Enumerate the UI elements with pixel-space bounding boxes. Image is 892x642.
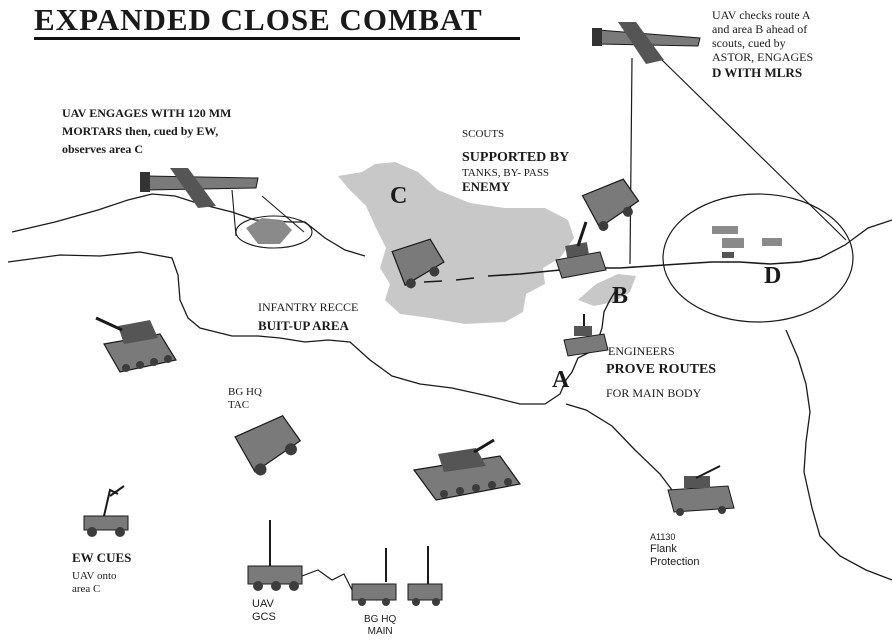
area-b-shading xyxy=(578,274,636,306)
area-d-ellipse xyxy=(662,193,854,323)
bghq-main-vehicle-icon xyxy=(351,546,443,606)
engineers-tail: FOR MAIN BODY xyxy=(606,386,702,400)
mortar-target-blob xyxy=(246,218,292,244)
engineers-label: PROVE ROUTES xyxy=(606,362,717,377)
title-underline xyxy=(34,37,520,40)
ew-cues-heading: EW CUES xyxy=(72,550,132,565)
scouts-heading: SCOUTS xyxy=(462,128,505,140)
road-to-flank xyxy=(565,403,673,491)
page-title: EXPANDED CLOSE COMBAT xyxy=(34,2,483,37)
bghq-tac-vehicle-icon xyxy=(234,415,302,476)
ew-cues-label: UAV onto area C xyxy=(72,570,117,595)
tank-scout-support-icon xyxy=(555,221,607,279)
route-dash-2 xyxy=(423,280,443,283)
route-dash-1 xyxy=(455,277,475,281)
uav-gcs-vehicle-icon xyxy=(247,520,303,591)
route-main xyxy=(487,257,821,277)
engineer-vehicle-icon xyxy=(563,314,609,357)
scout-vehicle-upper-icon xyxy=(581,178,640,232)
enemy-vehicles-icon xyxy=(712,226,782,258)
area-letter-d: D xyxy=(764,263,782,289)
area-letter-b: B xyxy=(612,283,629,309)
flank-label: A1130 Flank Protection xyxy=(650,532,700,568)
tank-centre-icon xyxy=(412,438,522,501)
terrain-line-upper xyxy=(11,193,366,257)
area-c-shading xyxy=(338,162,574,324)
scout-vehicle-c-icon xyxy=(391,238,445,289)
uav-right-label: UAV checks route A and area B ahead of s… xyxy=(712,8,814,80)
uav-gcs-label: UAV GCS xyxy=(252,598,276,623)
road-east xyxy=(785,329,892,581)
tank-left-icon xyxy=(95,316,177,373)
uav-left-icon xyxy=(140,168,259,208)
scouts-label: SUPPORTED BY TANKS, BY- PASS ENEMY xyxy=(462,150,570,195)
uav-left-label: UAV ENGAGES WITH 120 MM MORTARS then, cu… xyxy=(62,106,232,156)
area-letter-a: A xyxy=(552,367,570,393)
infantry-label: BUIT-UP AREA xyxy=(258,318,349,333)
flank-vehicle-icon xyxy=(667,465,735,516)
mortar-target-ellipse xyxy=(235,215,313,249)
bghq-tac-label: BG HQ TAC xyxy=(228,386,262,411)
road-d-north xyxy=(819,219,892,259)
area-letter-c: C xyxy=(390,183,408,209)
infantry-heading: INFANTRY RECCE xyxy=(258,300,359,314)
comms-cable xyxy=(301,569,353,591)
engineers-heading: ENGINEERS xyxy=(608,344,675,358)
ew-vehicle-icon xyxy=(83,485,129,537)
uav-right-icon xyxy=(592,22,701,64)
bghq-main-label: BG HQ MAIN xyxy=(364,614,397,637)
